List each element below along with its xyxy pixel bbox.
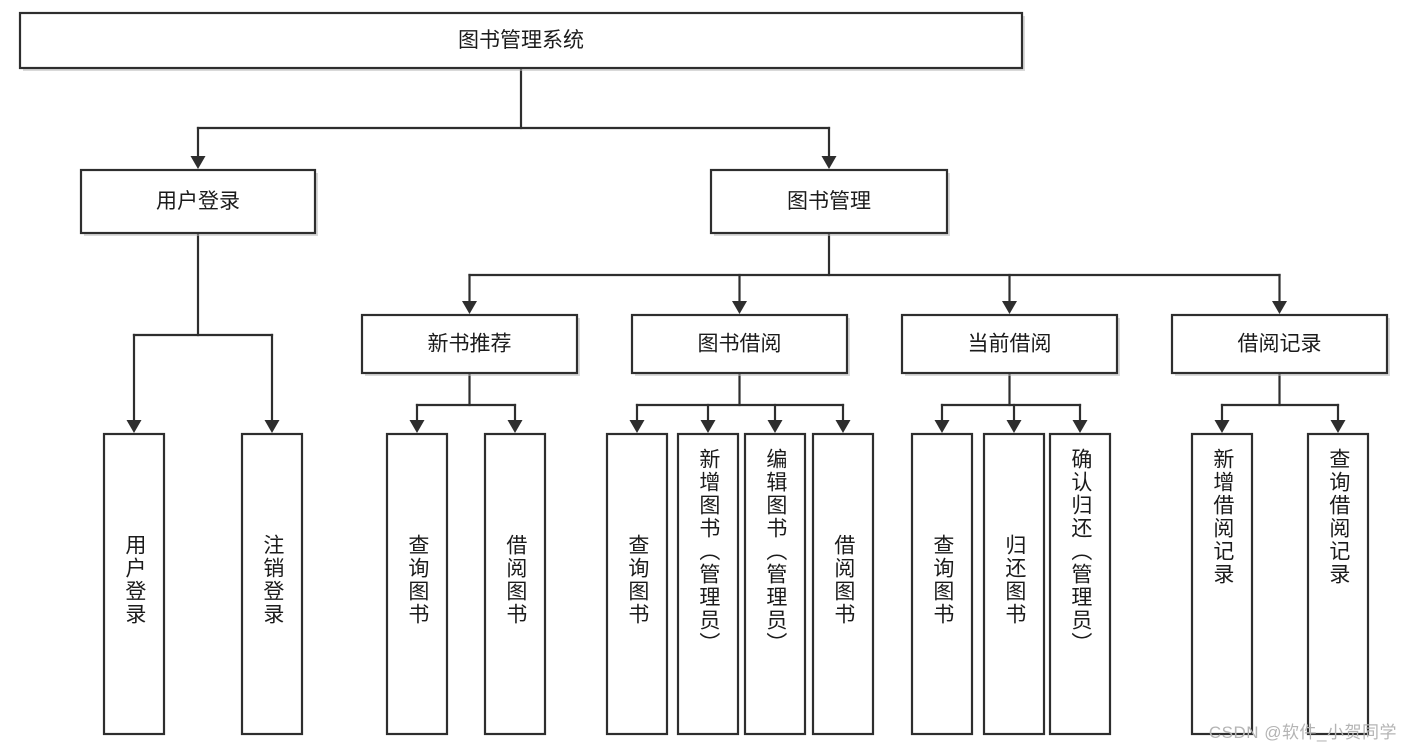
node-new-book-recommend[interactable]: 新书推荐 — [360, 313, 580, 376]
arrow-head-leaf-edit-book-admin — [767, 420, 783, 433]
node-box-leaf-query-book-cur[interactable] — [910, 432, 974, 736]
node-leaf-query-borrow-record[interactable] — [1306, 432, 1370, 736]
node-leaf-query-book-cur[interactable] — [910, 432, 974, 736]
node-box-leaf-add-borrow-record[interactable] — [1190, 432, 1254, 736]
node-leaf-confirm-return-admin[interactable] — [1048, 432, 1112, 736]
arrow-head-leaf-add-book-admin — [700, 420, 716, 433]
arrow-head-leaf-borrow-book-rec — [507, 420, 523, 433]
node-leaf-user-login[interactable] — [102, 432, 166, 736]
node-leaf-query-book-rec[interactable] — [385, 432, 449, 736]
arrow-head-leaf-query-book-cur — [934, 420, 950, 433]
node-box-leaf-query-book-borrow[interactable] — [605, 432, 669, 736]
arrow-head-leaf-query-book-borrow — [629, 420, 645, 433]
node-box-leaf-query-borrow-record[interactable] — [1306, 432, 1370, 736]
node-box-root[interactable] — [18, 11, 1024, 70]
node-box-leaf-return-book[interactable] — [982, 432, 1046, 736]
node-user-login[interactable]: 用户登录 — [79, 168, 318, 236]
node-label-root: 图书管理系统 — [458, 29, 584, 52]
node-box-leaf-borrow-book-rec[interactable] — [483, 432, 547, 736]
connector-layer — [126, 66, 1346, 433]
arrow-head-book-manage — [821, 156, 837, 169]
node-book-manage[interactable]: 图书管理 — [709, 168, 950, 236]
node-leaf-borrow-book-rec[interactable] — [483, 432, 547, 736]
node-box-leaf-user-login[interactable] — [102, 432, 166, 736]
arrow-head-user-login — [190, 156, 206, 169]
node-leaf-borrow-book[interactable] — [811, 432, 875, 736]
arrow-head-new-book-recommend — [462, 301, 477, 314]
node-label-book-manage: 图书管理 — [787, 190, 871, 213]
arrow-head-leaf-confirm-return-admin — [1072, 420, 1088, 433]
node-box-borrow-record[interactable] — [1170, 313, 1389, 375]
node-leaf-add-borrow-record[interactable] — [1190, 432, 1254, 736]
node-box-leaf-edit-book-admin[interactable] — [743, 432, 807, 736]
node-box-book-borrow[interactable] — [630, 313, 849, 375]
node-box-new-book-recommend[interactable] — [360, 313, 579, 375]
arrow-head-leaf-query-book-rec — [409, 420, 425, 433]
arrow-head-leaf-return-book — [1006, 420, 1022, 433]
node-box-user-login[interactable] — [79, 168, 317, 235]
node-box-leaf-query-book-rec[interactable] — [385, 432, 449, 736]
node-label-book-borrow: 图书借阅 — [698, 333, 782, 356]
node-box-leaf-confirm-return-admin[interactable] — [1048, 432, 1112, 736]
node-borrow-record[interactable]: 借阅记录 — [1170, 313, 1390, 376]
node-leaf-return-book[interactable] — [982, 432, 1046, 736]
node-root[interactable]: 图书管理系统 — [18, 11, 1025, 71]
arrow-head-current-borrow — [1002, 301, 1017, 314]
arrow-head-leaf-query-borrow-record — [1330, 420, 1346, 433]
node-box-leaf-borrow-book[interactable] — [811, 432, 875, 736]
node-label-borrow-record: 借阅记录 — [1238, 333, 1322, 356]
arrow-head-book-borrow — [732, 301, 747, 314]
arrow-head-leaf-logout-login — [264, 420, 280, 433]
node-box-leaf-logout-login[interactable] — [240, 432, 304, 736]
arrow-head-borrow-record — [1272, 301, 1287, 314]
arrow-head-leaf-user-login — [126, 420, 142, 433]
node-leaf-query-book-borrow[interactable] — [605, 432, 669, 736]
node-current-borrow[interactable]: 当前借阅 — [900, 313, 1120, 376]
node-leaf-logout-login[interactable] — [240, 432, 304, 736]
node-leaf-edit-book-admin[interactable] — [743, 432, 807, 736]
node-book-borrow[interactable]: 图书借阅 — [630, 313, 850, 376]
watermark-text: CSDN @软件_小贺同学 — [1208, 723, 1397, 742]
node-label-user-login: 用户登录 — [156, 190, 240, 213]
node-label-current-borrow: 当前借阅 — [968, 333, 1052, 356]
node-box-current-borrow[interactable] — [900, 313, 1119, 375]
node-box-leaf-add-book-admin[interactable] — [676, 432, 740, 736]
node-leaf-add-book-admin[interactable] — [676, 432, 740, 736]
arrow-head-leaf-add-borrow-record — [1214, 420, 1230, 433]
node-label-new-book-recommend: 新书推荐 — [428, 333, 512, 356]
arrow-head-leaf-borrow-book — [835, 420, 851, 433]
node-box-book-manage[interactable] — [709, 168, 949, 235]
